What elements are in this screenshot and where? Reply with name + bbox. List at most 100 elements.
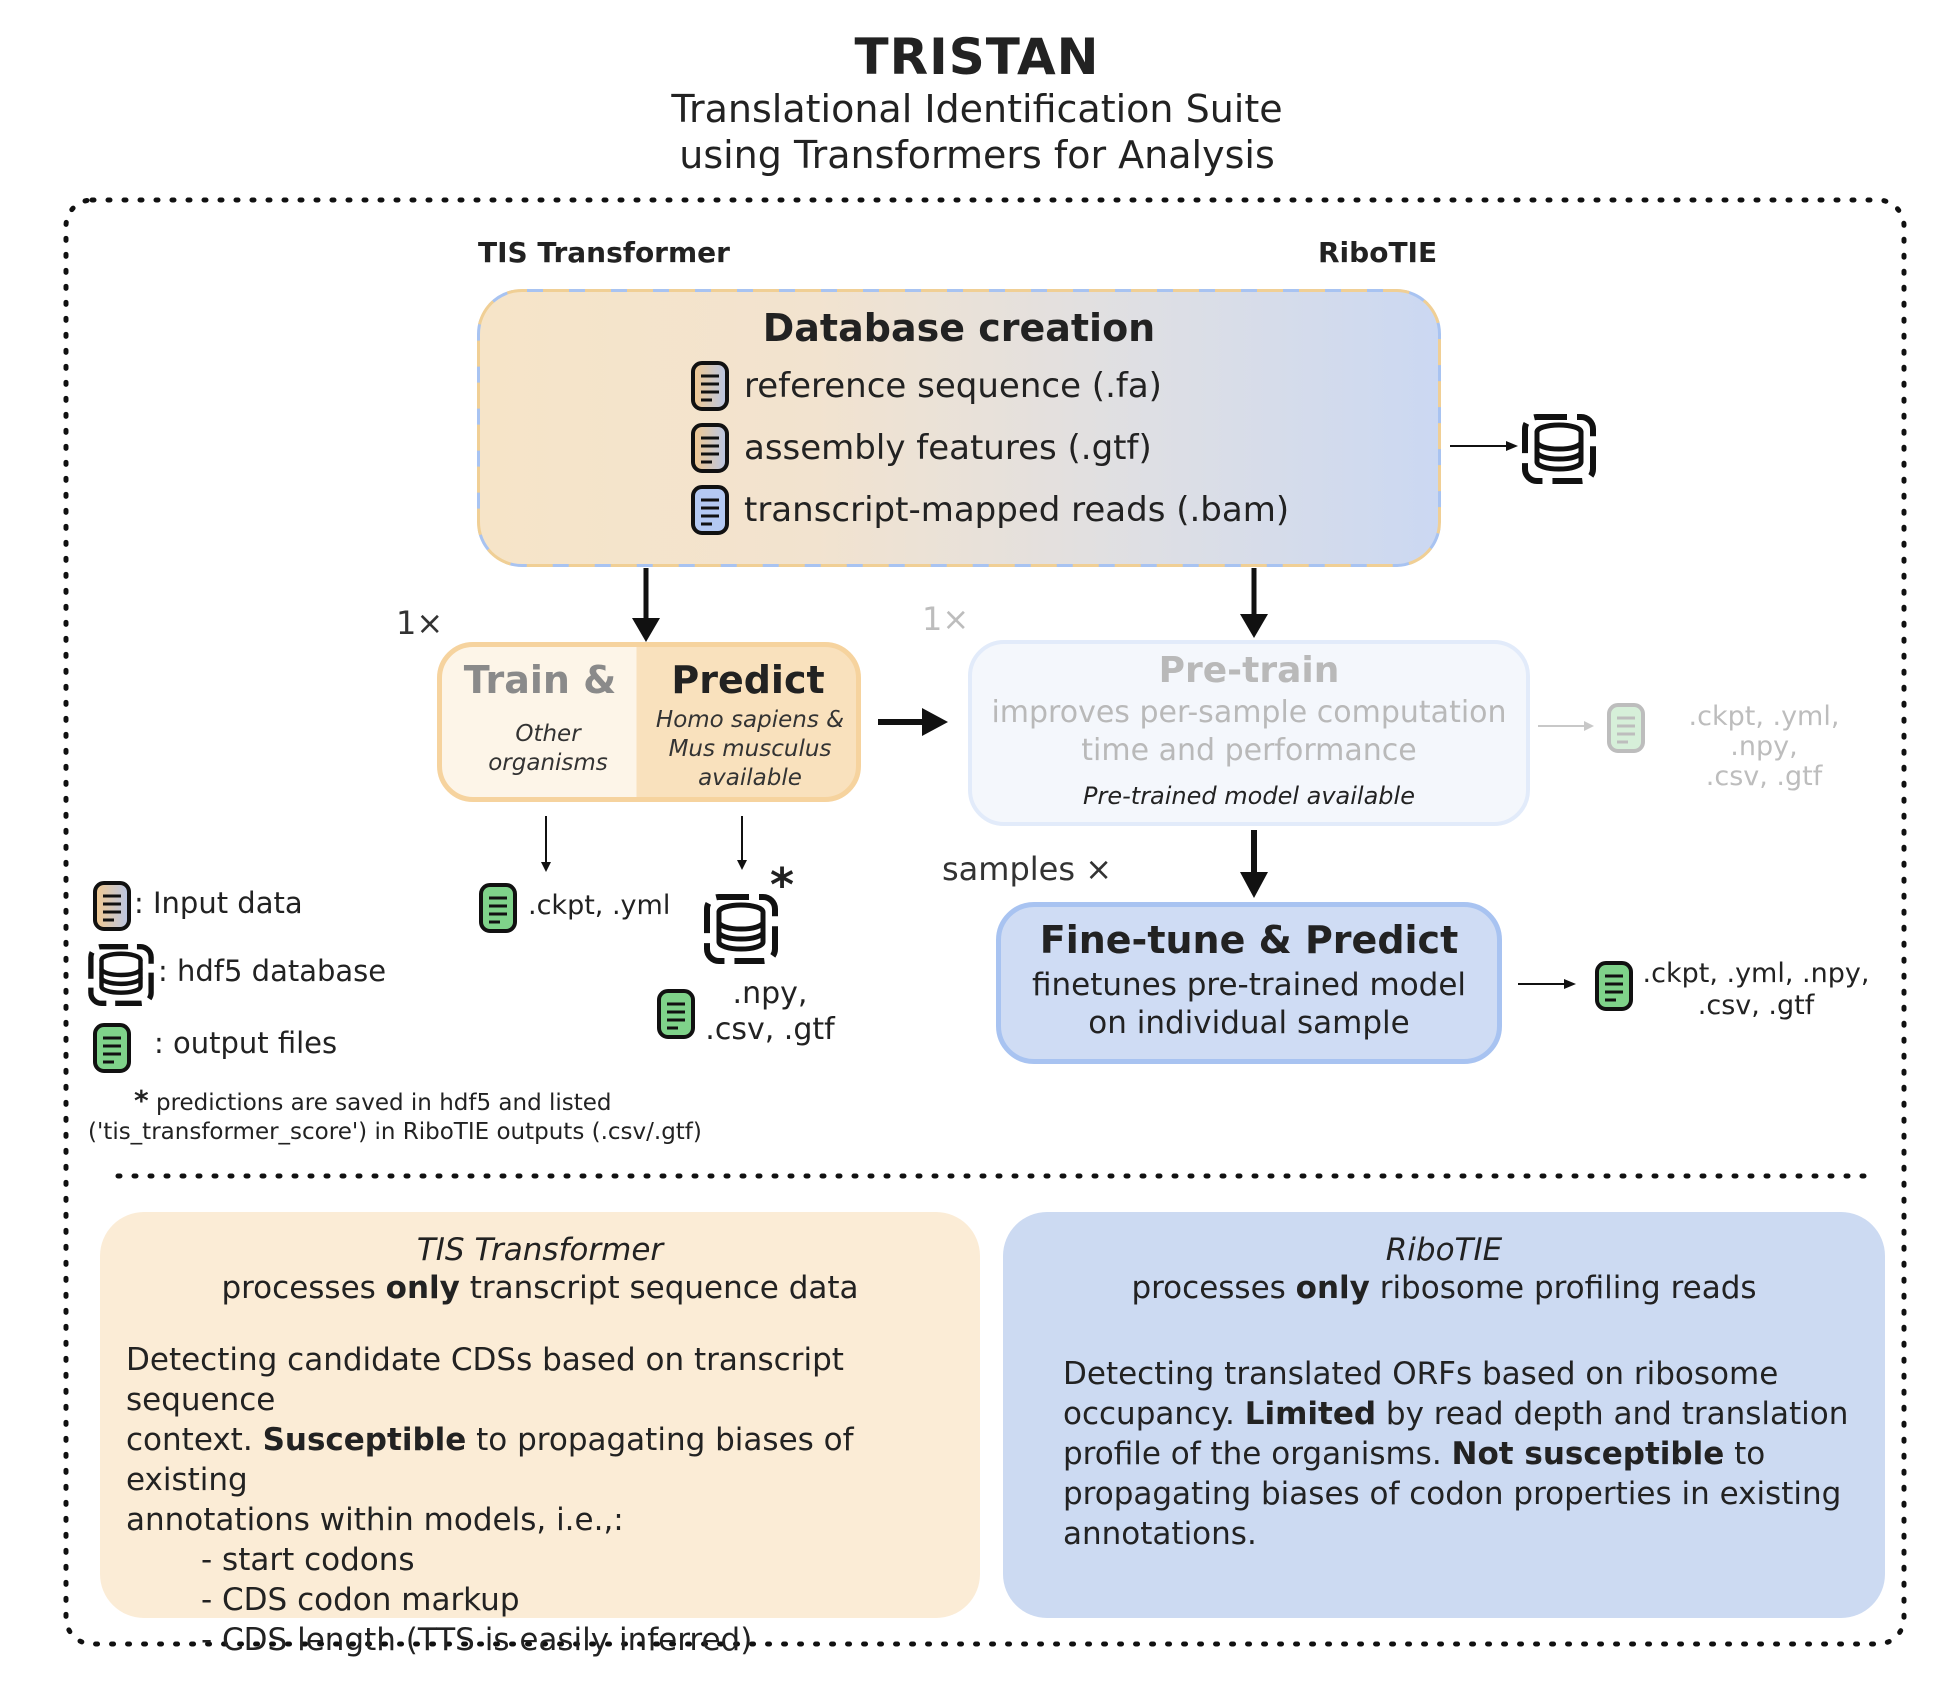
text-span: to <box>1724 1436 1766 1472</box>
pretrain-box <box>968 640 1530 826</box>
output-file-icon <box>1595 961 1633 1011</box>
arrowhead-predict-output <box>737 860 747 870</box>
page-title: TRISTAN <box>854 28 1100 86</box>
body-line: context. Susceptible to propagating bias… <box>126 1420 966 1500</box>
database-item-label: assembly features (.gtf) <box>744 428 1152 468</box>
predict-sub-line: Homo sapiens & <box>655 707 845 733</box>
database-item-reference: reference sequence (.fa) <box>690 360 1162 412</box>
arrowhead-db-to-train <box>632 618 660 642</box>
label-ribotie: RiboTIE <box>1318 236 1438 269</box>
text-span: to propagating biases of existing <box>126 1422 854 1498</box>
text-span: ribosome profiling reads <box>1369 1270 1757 1306</box>
arrowhead-finetune-output <box>1564 979 1576 989</box>
finetune-sub-line: finetunes pre-trained model <box>1031 967 1467 1003</box>
database-item-label: transcript-mapped reads (.bam) <box>744 490 1290 530</box>
tis-description-subtitle: processes only transcript sequence data <box>100 1270 980 1306</box>
predict-output-line: .csv, .gtf <box>705 1012 835 1047</box>
pretrain-output-line: .csv, .gtf <box>1705 761 1823 792</box>
train-sub-line: organisms <box>488 750 608 776</box>
database-title: Database creation <box>762 306 1156 350</box>
arrowhead-train-to-pretrain <box>922 708 948 736</box>
ribotie-description-subtitle: processes only ribosome profiling reads <box>1003 1270 1885 1306</box>
database-item-reads: transcript-mapped reads (.bam) <box>690 484 1289 536</box>
finetune-box <box>996 902 1502 1064</box>
legend-footnote: * predictions are saved in hdf5 and list… <box>88 1086 702 1147</box>
bold-span: only <box>1295 1270 1370 1306</box>
body-line: propagating biases of codon properties i… <box>1063 1476 1842 1512</box>
ribotie-description-box <box>1003 1212 1885 1618</box>
predict-subtext: Homo sapiens & Mus musculus available <box>640 706 860 793</box>
body-line: Detecting candidate CDSs based on transc… <box>126 1342 844 1418</box>
pretrain-subtext: improves per-sample computation time and… <box>968 694 1530 770</box>
predict-output-line: .npy, <box>732 976 808 1011</box>
tis-transformer-description-box <box>100 1212 980 1618</box>
tis-bias-list: - start codons - CDS codon markup - CDS … <box>126 1540 966 1660</box>
database-creation-box <box>480 292 1438 564</box>
text-span: context. <box>126 1422 263 1458</box>
footnote-line: predictions are saved in hdf5 and listed <box>155 1090 612 1116</box>
asterisk-marker: * <box>770 858 795 912</box>
output-file-icon <box>479 883 517 933</box>
body-line: annotations within models, i.e.,: <box>126 1502 624 1538</box>
ribotie-description-body: Detecting translated ORFs based on ribos… <box>1063 1354 1863 1554</box>
database-item-assembly: assembly features (.gtf) <box>690 422 1152 474</box>
list-item: - CDS length (TTS is easily inferred) <box>201 1622 753 1658</box>
bold-span: Not susceptible <box>1451 1436 1725 1472</box>
predict-sub-line: Mus musculus <box>668 736 832 762</box>
train-output-files: .ckpt, .yml <box>528 890 671 921</box>
footnote-asterisk: * <box>134 1084 149 1117</box>
list-item: - CDS codon markup <box>201 1582 520 1618</box>
text-span: by read depth and translation <box>1376 1396 1849 1432</box>
input-file-icon <box>691 361 729 411</box>
subtitle-line-1: Translational Identification Suite <box>671 87 1283 131</box>
page-subtitle: Translational Identification Suite using… <box>0 86 1954 178</box>
input-file-icon <box>691 423 729 473</box>
train-multiplier: 1× <box>396 604 444 642</box>
database-item-label: reference sequence (.fa) <box>744 366 1162 406</box>
finetune-output-files: .ckpt, .yml, .npy, .csv, .gtf <box>1642 958 1870 1022</box>
arrowhead-db-to-pretrain <box>1240 614 1268 638</box>
predict-sub-line: available <box>698 765 802 791</box>
finetune-multiplier: samples × <box>942 850 1112 888</box>
legend-hdf5-database: : hdf5 database <box>158 954 387 988</box>
pretrained-model-available: Pre-trained model available <box>1083 782 1415 810</box>
arrowhead-db-to-hdf5 <box>1506 441 1518 451</box>
footnote-line: ('tis_transformer_score') in RiboTIE out… <box>88 1119 702 1145</box>
arrowhead-train-output <box>541 862 551 872</box>
legend-input-data: : Input data <box>134 886 303 920</box>
bold-span: Limited <box>1244 1396 1377 1432</box>
pretrain-output-files: .ckpt, .yml, .npy, .csv, .gtf <box>1654 702 1874 792</box>
train-sub-line: Other <box>515 721 581 747</box>
reads-file-icon <box>691 485 729 535</box>
label-tis-transformer: TIS Transformer <box>478 236 730 269</box>
predict-heading: Predict <box>671 658 825 702</box>
train-heading: Train & <box>463 658 617 702</box>
pretrain-multiplier: 1× <box>922 600 970 638</box>
list-item: - start codons <box>201 1542 415 1578</box>
predict-output-files: .npy, .csv, .gtf <box>700 976 840 1048</box>
body-line: Detecting translated ORFs based on ribos… <box>1063 1356 1779 1392</box>
body-line: occupancy. Limited by read depth and tra… <box>1063 1394 1863 1434</box>
text-span: transcript sequence data <box>459 1270 859 1306</box>
output-file-icon <box>1607 703 1645 753</box>
train-subtext: Other organisms <box>440 720 656 778</box>
pretrain-heading: Pre-train <box>1158 650 1340 691</box>
finetune-heading: Fine-tune & Predict <box>1039 918 1459 962</box>
text-span: processes <box>1131 1270 1296 1306</box>
pretrain-output-line: .ckpt, .yml, .npy, <box>1688 701 1840 762</box>
text-span: profile of the organisms. <box>1063 1436 1452 1472</box>
pretrain-sub-line: time and performance <box>1081 733 1417 768</box>
pretrain-sub-line: improves per-sample computation <box>991 695 1507 730</box>
legend-output-files: : output files <box>154 1026 338 1060</box>
hdf5-database-icon <box>704 894 778 964</box>
body-line: profile of the organisms. Not susceptibl… <box>1063 1434 1863 1474</box>
bold-span: Susceptible <box>262 1422 467 1458</box>
input-file-icon <box>93 881 131 931</box>
output-file-icon <box>93 1023 131 1073</box>
arrowhead-pretrain-output <box>1584 721 1594 731</box>
bold-span: only <box>385 1270 460 1306</box>
finetune-sub-line: on individual sample <box>1088 1005 1410 1041</box>
body-line: annotations. <box>1063 1516 1257 1552</box>
train-predict-box <box>437 642 861 802</box>
hdf5-database-icon <box>1522 414 1596 484</box>
